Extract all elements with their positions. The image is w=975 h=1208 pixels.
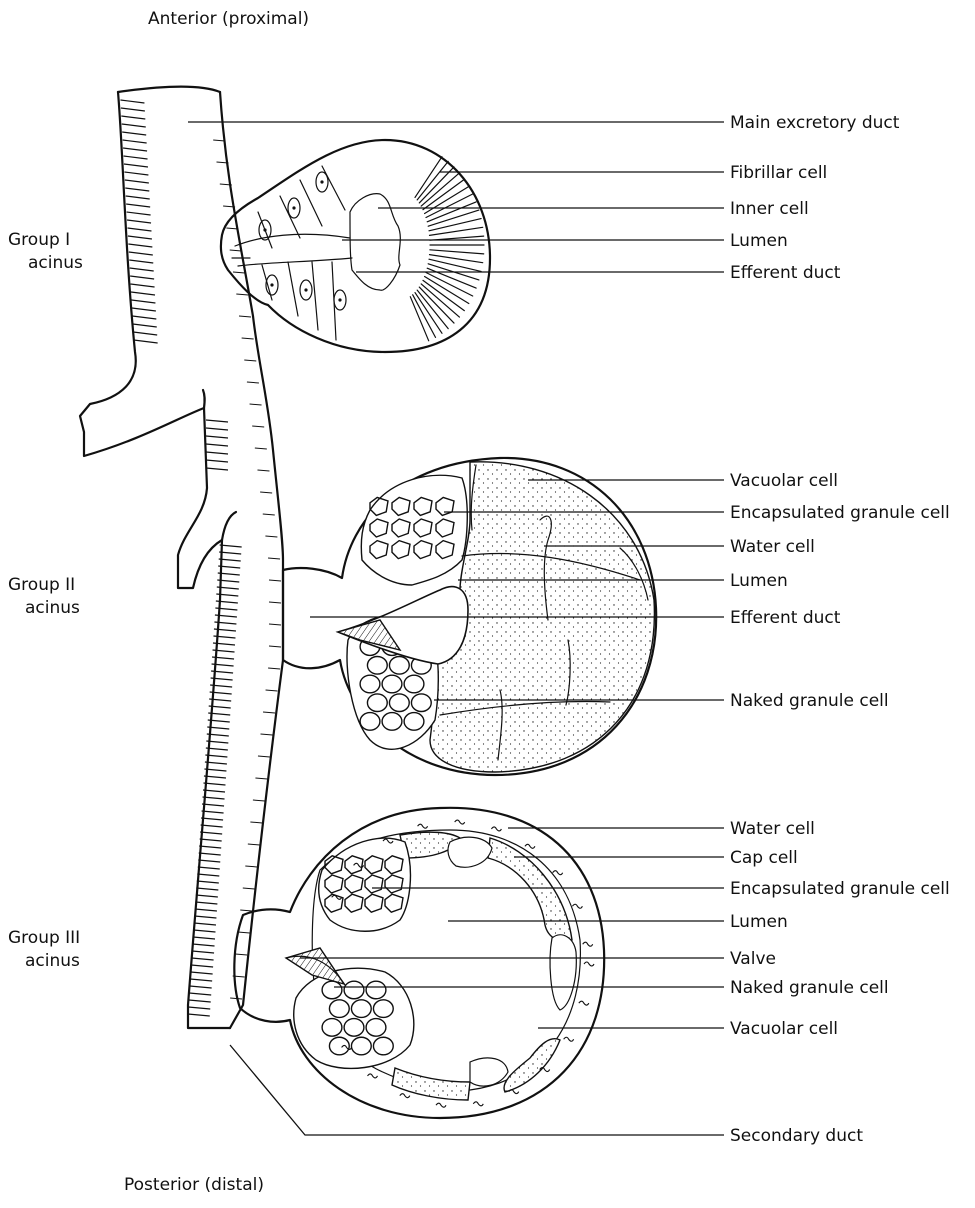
label-lumen-g2: Lumen <box>730 571 788 591</box>
label-inner-cell: Inner cell <box>730 199 809 219</box>
svg-text:Group II: Group II <box>8 575 75 595</box>
label-vacuolar-cell-g2: Vacuolar cell <box>730 471 838 491</box>
label-fibrillar-cell: Fibrillar cell <box>730 163 827 183</box>
posterior-label: Posterior (distal) <box>124 1175 264 1195</box>
label-main-excretory-duct: Main excretory duct <box>730 113 900 133</box>
anterior-label: Anterior (proximal) <box>148 9 309 29</box>
label-water-cell-g2: Water cell <box>730 537 815 557</box>
label-secondary-duct: Secondary duct <box>730 1126 863 1146</box>
label-encapsulated-granule-cell-g3: Encapsulated granule cell <box>730 879 950 899</box>
label-cap-cell: Cap cell <box>730 848 798 868</box>
label-vacuolar-cell-g3: Vacuolar cell <box>730 1019 838 1039</box>
label-naked-granule-cell-g2: Naked granule cell <box>730 691 889 711</box>
group-2-label: Group II acinus <box>8 575 80 618</box>
label-naked-granule-cell-g3: Naked granule cell <box>730 978 889 998</box>
group-3-label: Group III acinus <box>8 928 80 971</box>
main-excretory-duct <box>80 87 283 1028</box>
callout-labels: Main excretory duct Fibrillar cell Inner… <box>730 113 950 1146</box>
group-3-acinus <box>234 808 604 1118</box>
label-valve: Valve <box>730 949 776 969</box>
label-lumen-g1: Lumen <box>730 231 788 251</box>
label-water-cell-g3: Water cell <box>730 819 815 839</box>
label-lumen-g3: Lumen <box>730 912 788 932</box>
svg-text:Group III: Group III <box>8 928 80 948</box>
label-encapsulated-granule-cell-g2: Encapsulated granule cell <box>730 503 950 523</box>
svg-text:acinus: acinus <box>28 253 83 273</box>
svg-text:acinus: acinus <box>25 598 80 618</box>
svg-text:Group I: Group I <box>8 230 70 250</box>
label-efferent-duct-g2: Efferent duct <box>730 608 841 628</box>
fibrillar-strands <box>410 157 484 341</box>
svg-text:acinus: acinus <box>25 951 80 971</box>
label-efferent-duct-g1: Efferent duct <box>730 263 841 283</box>
group-1-label: Group I acinus <box>8 230 83 273</box>
